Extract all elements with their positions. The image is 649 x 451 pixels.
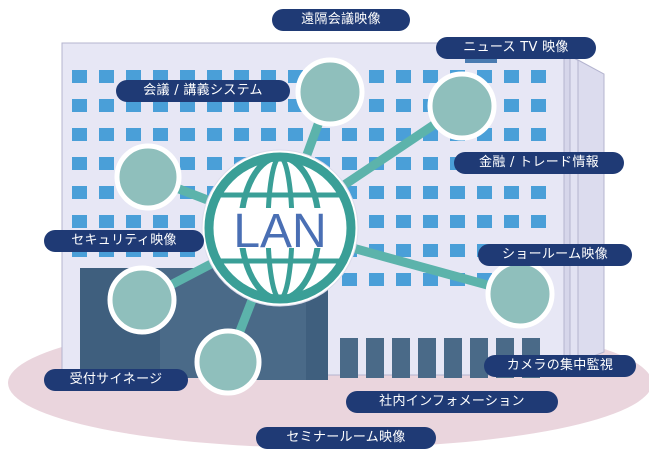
node-security xyxy=(114,143,182,211)
building-window xyxy=(99,99,114,112)
node-showroom xyxy=(485,259,555,329)
building-window xyxy=(126,70,141,83)
building-window xyxy=(423,273,438,286)
building-window xyxy=(369,99,384,112)
building-window xyxy=(531,186,546,199)
label-internal-information: 社内インフォメーション xyxy=(346,391,558,413)
building-window xyxy=(423,70,438,83)
lan-globe-icon: LAN xyxy=(201,149,359,307)
building-window xyxy=(99,128,114,141)
building-window xyxy=(504,186,519,199)
building-window xyxy=(477,186,492,199)
building-column xyxy=(470,338,488,378)
building-window xyxy=(153,70,168,83)
building-window xyxy=(99,215,114,228)
building-window xyxy=(531,215,546,228)
building-window xyxy=(504,99,519,112)
building-window xyxy=(504,128,519,141)
building-column xyxy=(340,338,358,378)
building-window xyxy=(180,99,195,112)
building-window xyxy=(153,99,168,112)
building-window xyxy=(396,215,411,228)
label-conference-lecture: 会議 / 講義システム xyxy=(116,80,290,102)
building-window xyxy=(369,70,384,83)
building-window xyxy=(288,128,303,141)
building-window xyxy=(504,70,519,83)
building-window xyxy=(396,273,411,286)
building-window xyxy=(369,215,384,228)
building-window xyxy=(531,128,546,141)
building-column xyxy=(392,338,410,378)
building-window xyxy=(450,186,465,199)
building-column xyxy=(444,338,462,378)
node-seminar xyxy=(194,328,262,396)
building-window xyxy=(180,70,195,83)
label-remote-conference: 遠隔会議映像 xyxy=(272,9,410,31)
building-window xyxy=(423,244,438,257)
building-window xyxy=(180,128,195,141)
building-window xyxy=(234,99,249,112)
label-showroom: ショールーム映像 xyxy=(478,244,632,266)
building-window xyxy=(396,186,411,199)
building-window xyxy=(369,186,384,199)
building-window xyxy=(99,70,114,83)
building-window xyxy=(450,215,465,228)
building-window xyxy=(72,128,87,141)
building-window xyxy=(261,70,276,83)
device-nodes xyxy=(107,57,555,396)
building-window xyxy=(396,70,411,83)
building-window xyxy=(72,157,87,170)
building-window xyxy=(72,70,87,83)
building-window xyxy=(153,215,168,228)
building-window xyxy=(207,128,222,141)
building-column xyxy=(418,338,436,378)
label-security: セキュリティ映像 xyxy=(44,230,204,252)
building-window xyxy=(477,215,492,228)
building-window xyxy=(261,128,276,141)
node-reception xyxy=(107,265,177,335)
building-window xyxy=(396,244,411,257)
building-column xyxy=(366,338,384,378)
building-window xyxy=(369,128,384,141)
building-window xyxy=(153,128,168,141)
building-window xyxy=(423,215,438,228)
building-window xyxy=(423,186,438,199)
building-window xyxy=(207,70,222,83)
building-window xyxy=(342,273,357,286)
building-window xyxy=(423,157,438,170)
label-reception-signage: 受付サイネージ xyxy=(44,369,188,391)
building-window xyxy=(126,128,141,141)
building-window xyxy=(531,99,546,112)
building-window xyxy=(396,157,411,170)
building-window xyxy=(180,157,195,170)
building-window xyxy=(396,99,411,112)
building-window xyxy=(531,70,546,83)
building-window xyxy=(342,157,357,170)
label-news-tv: ニュース TV 映像 xyxy=(436,37,596,59)
building-window xyxy=(504,215,519,228)
building-window xyxy=(126,215,141,228)
building-window xyxy=(450,244,465,257)
building-window xyxy=(207,99,222,112)
label-seminar-room: セミナールーム映像 xyxy=(256,427,436,449)
label-camera-monitoring: カメラの集中監視 xyxy=(484,355,636,377)
building-window xyxy=(99,186,114,199)
hub-label: LAN xyxy=(233,205,326,258)
building-window xyxy=(72,186,87,199)
building-window xyxy=(99,157,114,170)
node-conference xyxy=(295,57,365,127)
building-window xyxy=(207,157,222,170)
node-finance xyxy=(427,71,497,141)
building-window xyxy=(261,99,276,112)
label-finance-trade: 金融 / トレード情報 xyxy=(454,152,624,174)
building-window xyxy=(180,215,195,228)
building-window xyxy=(234,128,249,141)
building-window xyxy=(72,99,87,112)
building-window xyxy=(234,70,249,83)
building-window xyxy=(342,128,357,141)
building-window xyxy=(126,99,141,112)
building-window xyxy=(72,215,87,228)
building-window xyxy=(369,273,384,286)
